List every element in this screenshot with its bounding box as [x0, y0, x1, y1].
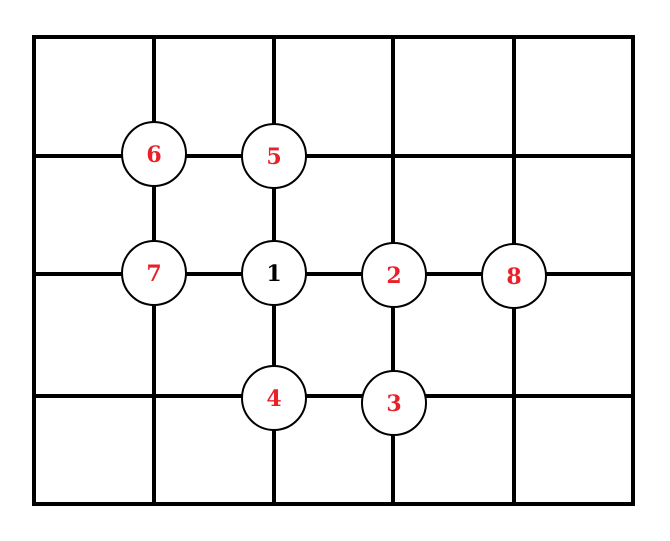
- node-label: 8: [506, 264, 521, 290]
- node-1: 1: [241, 240, 307, 306]
- node-6: 6: [121, 121, 187, 187]
- node-label: 5: [266, 144, 281, 170]
- node-2: 2: [361, 242, 427, 308]
- node-label: 4: [266, 386, 281, 412]
- node-label: 7: [146, 261, 161, 287]
- node-circle: [241, 240, 307, 306]
- node-label: 1: [266, 261, 281, 287]
- node-4: 4: [241, 365, 307, 431]
- node-circle: [121, 240, 187, 306]
- node-circle: [241, 365, 307, 431]
- node-circle: [361, 370, 427, 436]
- node-circle: [241, 123, 307, 189]
- node-8: 8: [481, 243, 547, 309]
- node-circle: [121, 121, 187, 187]
- grid-border: [32, 35, 635, 506]
- node-circle: [481, 243, 547, 309]
- node-3: 3: [361, 370, 427, 436]
- node-label: 6: [146, 142, 161, 168]
- node-circle: [361, 242, 427, 308]
- node-label: 2: [386, 263, 401, 289]
- node-label: 3: [386, 391, 401, 417]
- node-7: 7: [121, 240, 187, 306]
- node-5: 5: [241, 123, 307, 189]
